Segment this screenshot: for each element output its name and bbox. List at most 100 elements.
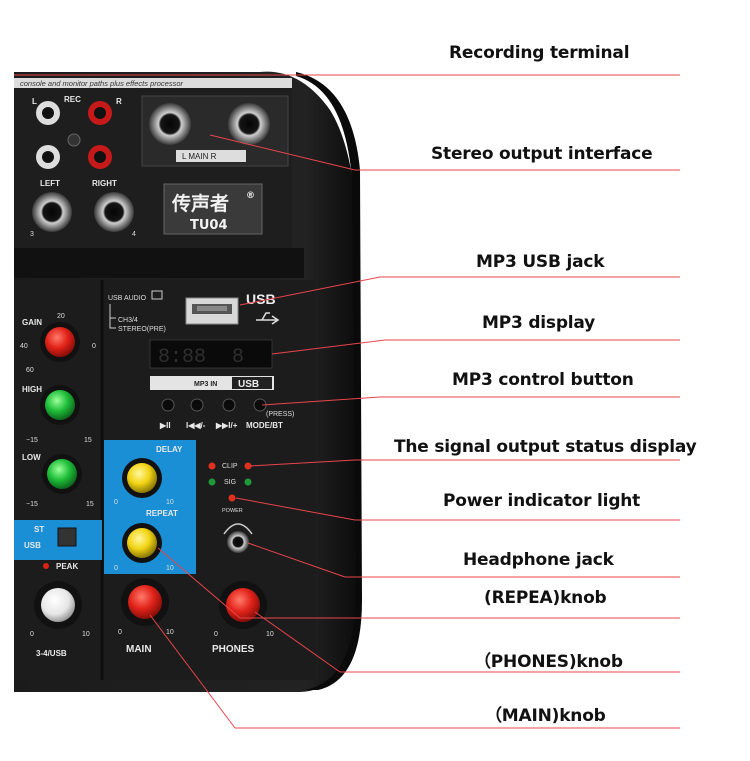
ctrl-next-label: ▶▶I/+ <box>215 421 238 430</box>
brand-cn: 传声者 <box>171 192 229 215</box>
brand-reg: ® <box>246 191 255 201</box>
device-label-text: 0 <box>30 631 34 638</box>
right-label: RIGHT <box>92 179 117 188</box>
jack-num-4: 4 <box>132 231 136 238</box>
display-segments: 8:88 8 <box>158 346 244 369</box>
callout-recording-terminal: Recording terminal <box>449 43 630 63</box>
ch34-label: CH3/4 <box>118 317 138 324</box>
usb-label: USB <box>246 291 276 307</box>
top-strip <box>14 78 292 88</box>
usb-symbol-icon <box>256 312 280 325</box>
usb-badge: USB <box>238 379 259 390</box>
headphone-jack <box>227 531 249 553</box>
device-label-text: 60 <box>26 367 34 374</box>
device-label-text: DELAY <box>156 445 183 454</box>
main-out-label: L MAIN R <box>182 152 217 161</box>
next-button <box>222 398 236 412</box>
device-label-text: CLIP <box>222 463 238 470</box>
device-label-text: USB <box>24 541 41 550</box>
device-side <box>296 72 362 690</box>
device-label-text: 40 <box>20 343 28 350</box>
device-label-text: 0 <box>214 631 218 638</box>
low-label: LOW <box>22 453 41 462</box>
press-label: (PRESS) <box>266 411 294 418</box>
gain-knob <box>45 327 75 357</box>
repeat-knob <box>127 528 157 558</box>
screw <box>67 133 81 147</box>
power-led <box>228 494 236 502</box>
device-label-text: −15 <box>26 501 38 508</box>
play-pause-button <box>161 398 175 412</box>
model-label: TU04 <box>190 218 228 233</box>
device-label-text: 0 <box>114 499 118 506</box>
callout-main-knob: （MAIN)knob <box>485 706 606 726</box>
device-label-text: 0 <box>92 343 96 350</box>
main-knob <box>128 585 162 619</box>
headphone-icon <box>223 523 253 535</box>
device-label-text: SIG <box>224 479 236 486</box>
clip-led-left <box>208 462 216 470</box>
gain-label: GAIN <box>22 318 42 327</box>
ctrl-play-label: ▶II <box>159 421 171 430</box>
phones-knob-label: PHONES <box>212 644 255 655</box>
device-label-text: PEAK <box>56 562 78 571</box>
mp3-led-display <box>149 339 273 369</box>
ctrl-prev-label: I◀◀/- <box>186 421 206 430</box>
leader-lines <box>14 74 680 729</box>
main-out-jack-left <box>149 103 191 145</box>
usb-audio-label: USB AUDIO <box>108 295 147 302</box>
peak-led <box>43 563 49 569</box>
main-out-jack-right <box>228 103 270 145</box>
device-label-text: 0 <box>118 629 122 636</box>
callout-repeat-knob: (REPEA)knob <box>484 588 607 608</box>
ctrl-mode-label: MODE/BT <box>246 421 283 430</box>
callout-mp3-display: MP3 display <box>482 313 596 333</box>
low-knob <box>47 459 77 489</box>
callout-mp3-control: MP3 control button <box>452 370 634 390</box>
ch34-usb-label: 3-4/USB <box>36 649 67 658</box>
device-label-text: 10 <box>266 631 274 638</box>
device-label-text: POWER <box>222 508 243 514</box>
device-label-text: 10 <box>82 631 90 638</box>
device-label-text: −15 <box>26 437 38 444</box>
delay-knob <box>127 463 157 493</box>
device-label-text: 10 <box>166 499 174 506</box>
left-label: LEFT <box>40 179 60 188</box>
device-label-text: 8:88 <box>158 346 206 369</box>
sig-led-right <box>244 478 252 486</box>
phones-knob <box>226 588 260 622</box>
top-strip-text: console and monitor paths plus effects p… <box>20 79 184 88</box>
high-label: HIGH <box>22 385 42 394</box>
rec-label: REC <box>64 95 81 104</box>
device-label-text: 15 <box>84 437 92 444</box>
callout-headphone-jack: Headphone jack <box>463 550 614 570</box>
device-label-text: 10 <box>166 565 174 572</box>
sig-led-left <box>208 478 216 486</box>
device-label-text: 20 <box>57 313 65 320</box>
device-label-text: 10 <box>166 629 174 636</box>
device-label-text: 15 <box>86 501 94 508</box>
callout-power-indicator: Power indicator light <box>443 491 641 511</box>
callout-mp3-usb-jack: MP3 USB jack <box>476 252 605 272</box>
stereo-pre-label: STEREO(PRE) <box>118 326 166 333</box>
jack-num-3: 3 <box>30 231 34 238</box>
callout-phones-knob: （PHONES)knob <box>474 652 623 672</box>
device-label-text: REPEAT <box>146 509 178 518</box>
callout-signal-status: The signal output status display <box>394 437 697 457</box>
device-label-text: 8 <box>232 346 244 369</box>
main-knob-label: MAIN <box>126 644 152 655</box>
brand-plate <box>163 183 263 235</box>
rec-r: R <box>116 97 122 106</box>
rec-l: L <box>32 97 37 106</box>
prev-button <box>190 398 204 412</box>
mp3-in-label: MP3 IN <box>194 381 217 388</box>
jack-3 <box>32 192 72 232</box>
high-knob <box>45 390 75 420</box>
st-usb-switch <box>57 527 77 547</box>
ch34-knob <box>41 588 75 622</box>
device-label-text: 0 <box>114 565 118 572</box>
clip-led-right <box>244 462 252 470</box>
callout-stereo-output: Stereo output interface <box>431 144 653 164</box>
